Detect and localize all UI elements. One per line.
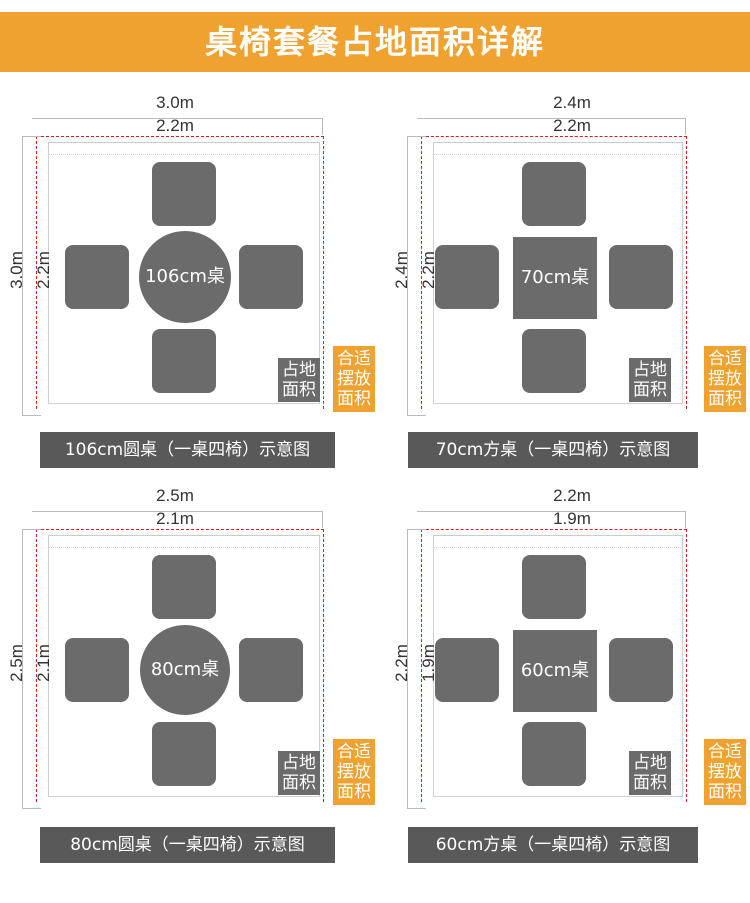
- suit-tag-line: 摆放: [708, 369, 742, 389]
- suit-area-tag: 合适摆放面积: [333, 739, 375, 805]
- chair-right: [239, 245, 303, 309]
- table-round: 106cm桌: [139, 231, 231, 323]
- outer-width-label: 2.2m: [553, 486, 591, 505]
- occupy-area-inner: [48, 547, 320, 797]
- chair-top: [522, 555, 586, 619]
- panel-caption: 60cm方桌（一桌四椅）示意图: [408, 827, 698, 863]
- panel-caption: 80cm圆桌（一桌四椅）示意图: [40, 827, 335, 863]
- occupy-tag-line: 占地: [282, 360, 316, 380]
- occupy-area-tag: 占地面积: [629, 358, 671, 402]
- suit-tag-line: 面积: [708, 389, 742, 409]
- outer-right-tick: [32, 511, 323, 528]
- chair-left: [65, 638, 129, 702]
- suit-tag-line: 合适: [337, 349, 371, 369]
- outer-right-tick: [417, 118, 686, 135]
- suit-tag-line: 面积: [337, 389, 371, 409]
- occupy-area-tag: 占地面积: [629, 751, 671, 795]
- inner-width-label: 2.2m: [553, 116, 591, 135]
- chair-right: [609, 245, 673, 309]
- suit-tag-line: 面积: [708, 782, 742, 802]
- suit-tag-line: 摆放: [337, 369, 371, 389]
- chair-left: [65, 245, 129, 309]
- suit-area-tag: 合适摆放面积: [704, 346, 746, 412]
- inner-width-label: 2.2m: [156, 116, 194, 135]
- table-square: 60cm桌: [513, 630, 597, 712]
- chair-top: [152, 555, 216, 619]
- occupy-tag-line: 面积: [633, 380, 667, 400]
- occupy-area-tag: 占地面积: [278, 751, 320, 795]
- suit-tag-line: 合适: [708, 742, 742, 762]
- outer-left-bracket: [407, 529, 426, 809]
- inner-width-label: 2.1m: [156, 509, 194, 528]
- page-title: 桌椅套餐占地面积详解: [0, 12, 750, 72]
- suit-area-boundary: [36, 136, 324, 409]
- outer-top-line: [32, 511, 322, 512]
- chair-left: [435, 638, 499, 702]
- outer-width-label: 3.0m: [156, 93, 194, 112]
- suit-tag-line: 面积: [337, 782, 371, 802]
- outer-height-label: 2.4m: [392, 251, 411, 289]
- panel-caption: 106cm圆桌（一桌四椅）示意图: [40, 432, 335, 468]
- table-square: 70cm桌: [513, 237, 597, 319]
- suit-tag-line: 合适: [708, 349, 742, 369]
- chair-top: [152, 162, 216, 226]
- inner-height-label: 2.2m: [34, 251, 53, 289]
- chair-top: [522, 162, 586, 226]
- suit-tag-line: 合适: [337, 742, 371, 762]
- outer-height-label: 2.2m: [392, 644, 411, 682]
- inner-width-label: 1.9m: [553, 509, 591, 528]
- chair-right: [609, 638, 673, 702]
- outer-top-line: [417, 118, 685, 119]
- occupy-area-inner: [433, 547, 683, 797]
- outer-top-line: [32, 118, 322, 119]
- suit-area-tag: 合适摆放面积: [704, 739, 746, 805]
- outer-left-bracket: [407, 136, 426, 416]
- outer-top-line: [417, 511, 685, 512]
- occupy-tag-line: 面积: [282, 380, 316, 400]
- suit-tag-line: 摆放: [337, 762, 371, 782]
- outer-right-tick: [417, 511, 686, 528]
- chair-bottom: [152, 722, 216, 786]
- suit-tag-line: 摆放: [708, 762, 742, 782]
- suit-area-tag: 合适摆放面积: [333, 346, 375, 412]
- occupy-tag-line: 面积: [282, 773, 316, 793]
- chair-bottom: [152, 329, 216, 393]
- suit-area-boundary: [421, 136, 687, 409]
- inner-height-label: 2.1m: [34, 644, 53, 682]
- outer-height-label: 3.0m: [7, 251, 26, 289]
- outer-height-label: 2.5m: [7, 644, 26, 682]
- suit-area-boundary: [36, 529, 324, 802]
- chair-bottom: [522, 329, 586, 393]
- occupy-area-inner: [48, 154, 320, 404]
- outer-left-bracket: [22, 529, 41, 809]
- chair-left: [435, 245, 499, 309]
- panel-caption: 70cm方桌（一桌四椅）示意图: [408, 432, 698, 468]
- chair-bottom: [522, 722, 586, 786]
- chair-right: [239, 638, 303, 702]
- outer-left-bracket: [22, 136, 41, 416]
- suit-area-boundary: [421, 529, 687, 802]
- occupy-tag-line: 面积: [633, 773, 667, 793]
- occupy-area-tag: 占地面积: [278, 358, 320, 402]
- outer-right-tick: [32, 118, 323, 135]
- outer-width-label: 2.4m: [553, 93, 591, 112]
- outer-width-label: 2.5m: [156, 486, 194, 505]
- occupy-tag-line: 占地: [282, 753, 316, 773]
- occupy-area-inner: [433, 154, 683, 404]
- table-round: 80cm桌: [140, 625, 230, 715]
- occupy-tag-line: 占地: [633, 753, 667, 773]
- occupy-tag-line: 占地: [633, 360, 667, 380]
